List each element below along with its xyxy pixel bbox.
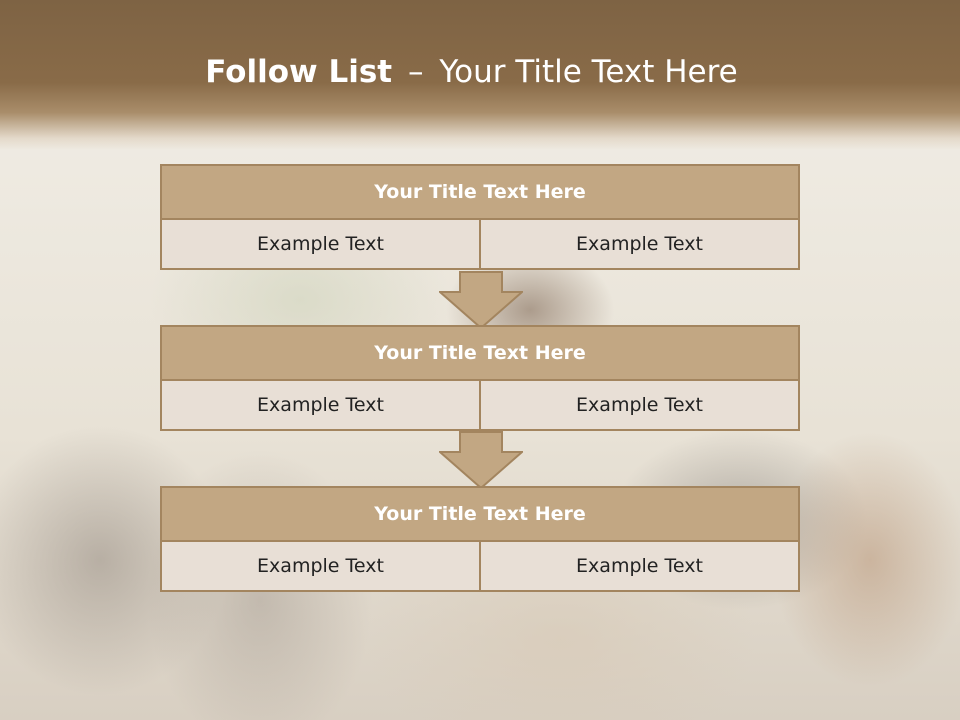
block-title: Your Title Text Here — [160, 325, 800, 381]
slide-title-bold: Follow List — [205, 54, 393, 90]
slide-title: Follow List – Your Title Text Here — [0, 54, 943, 90]
down-arrow-icon — [439, 431, 523, 489]
block-cell-left: Example Text — [160, 381, 481, 431]
down-arrow-icon — [439, 271, 523, 329]
block-cell-left: Example Text — [160, 220, 481, 270]
list-block-3: Your Title Text Here Example Text Exampl… — [160, 486, 800, 592]
block-title: Your Title Text Here — [160, 164, 800, 220]
block-title: Your Title Text Here — [160, 486, 800, 542]
slide-header: Follow List – Your Title Text Here — [0, 0, 960, 150]
block-cell-right: Example Text — [481, 542, 800, 592]
slide-title-separator: – — [407, 54, 424, 90]
block-row: Example Text Example Text — [160, 220, 800, 270]
block-cell-left: Example Text — [160, 542, 481, 592]
list-block-2: Your Title Text Here Example Text Exampl… — [160, 325, 800, 431]
block-row: Example Text Example Text — [160, 542, 800, 592]
list-block-1: Your Title Text Here Example Text Exampl… — [160, 164, 800, 270]
slide-title-text: Your Title Text Here — [439, 54, 738, 90]
block-row: Example Text Example Text — [160, 381, 800, 431]
block-cell-right: Example Text — [481, 220, 800, 270]
block-cell-right: Example Text — [481, 381, 800, 431]
